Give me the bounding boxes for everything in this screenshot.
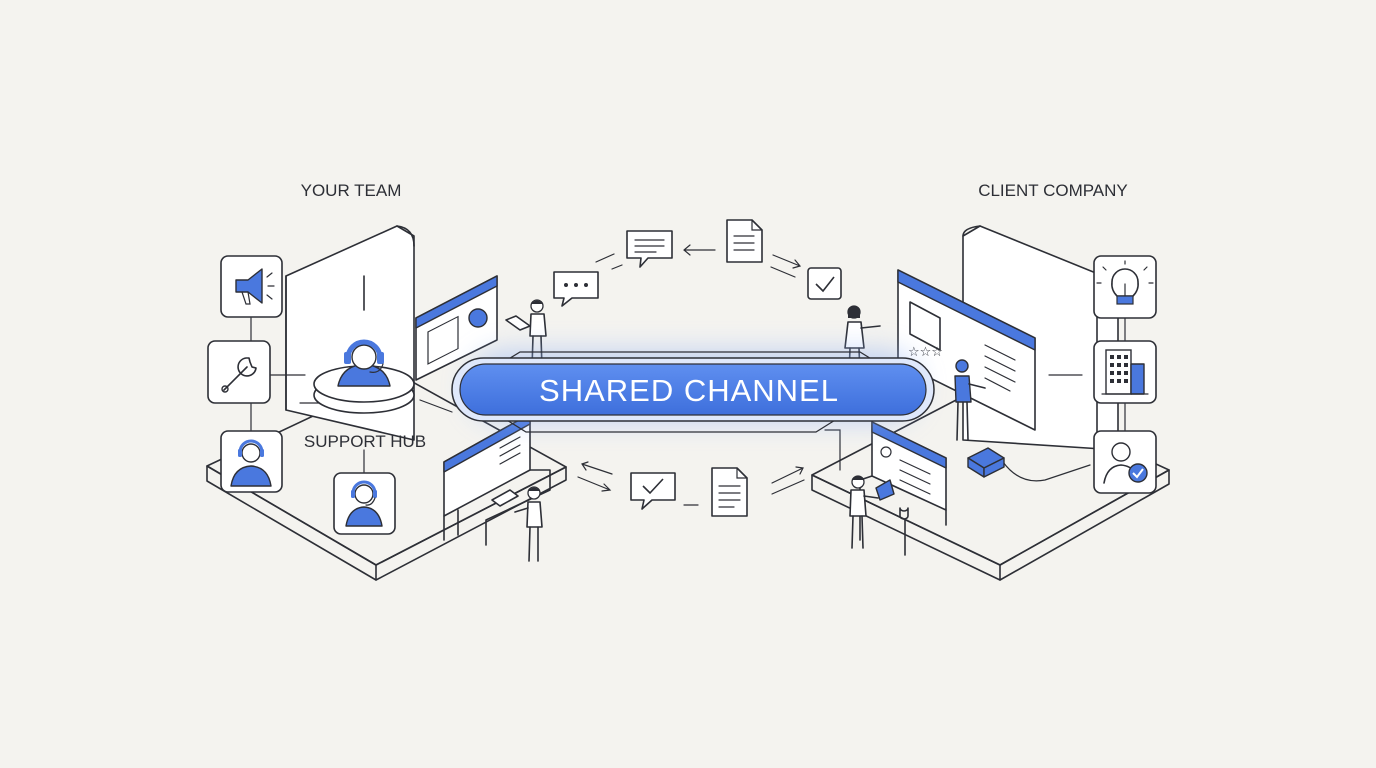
headset-agent-icon <box>230 439 272 487</box>
right-connectors <box>824 317 1126 482</box>
user-verified-tile <box>1093 430 1157 494</box>
document-icon <box>711 467 748 517</box>
person-presenting <box>954 359 986 441</box>
building-tile <box>1093 340 1157 404</box>
dashboard-monitor-left <box>415 275 498 381</box>
support-hub <box>313 339 415 414</box>
workstation-right <box>859 421 947 556</box>
flow-arrows <box>577 244 805 506</box>
channel-label: SHARED CHANNEL <box>539 373 839 408</box>
headset-agent-icon <box>345 480 383 527</box>
chat-bubble-check-icon <box>630 472 676 510</box>
wrench-icon <box>221 357 257 393</box>
shared-channel: SHARED CHANNEL <box>451 351 935 433</box>
agent-tile-left <box>220 430 283 493</box>
document-icon <box>726 219 763 263</box>
chat-bubble-lines-icon <box>626 230 673 268</box>
workstation-left <box>443 413 551 546</box>
verified-user-icon <box>1103 442 1148 484</box>
megaphone-tile <box>220 255 283 318</box>
client-company-label: CLIENT COMPANY <box>978 181 1128 200</box>
megaphone-icon <box>235 268 275 305</box>
svg-text:☆☆☆: ☆☆☆ <box>908 345 943 360</box>
package-box <box>967 447 1005 478</box>
person-with-laptop <box>505 299 547 369</box>
lightbulb-tile <box>1093 255 1157 319</box>
person-at-desk-left <box>514 486 543 562</box>
chat-bubble-dots-icon <box>553 271 599 307</box>
your-team-label: YOUR TEAM <box>301 181 402 200</box>
checkmark-icon <box>807 267 842 300</box>
feedback-monitor-right: ☆☆☆ <box>897 269 1036 431</box>
agent-tile-bottom <box>333 472 396 535</box>
person-at-desk-right <box>849 475 879 549</box>
wrench-tile <box>207 340 271 404</box>
building-icon <box>1101 349 1149 395</box>
support-hub-label: SUPPORT HUB <box>304 432 426 451</box>
lightbulb-icon <box>1096 260 1154 305</box>
